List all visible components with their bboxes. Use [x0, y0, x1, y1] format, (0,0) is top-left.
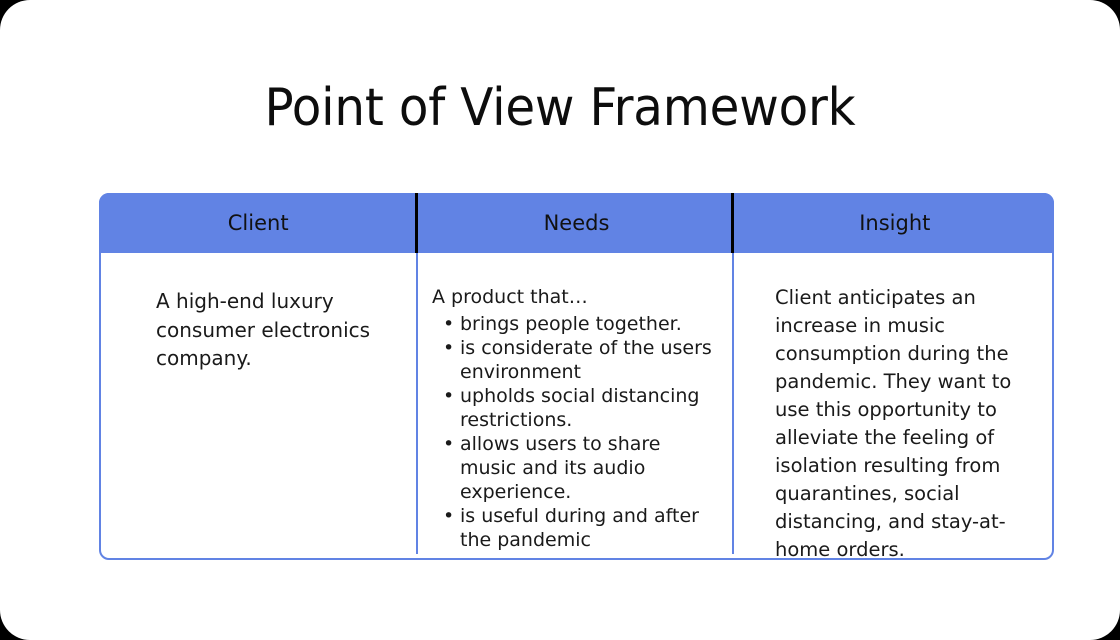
column-header-needs: Needs — [543, 211, 610, 235]
pov-framework-table: Client Needs Insight A high-end luxury c… — [99, 193, 1054, 561]
list-item-label: upholds social distancing restrictions. — [460, 385, 700, 431]
column-header-client: Client — [227, 211, 289, 235]
list-item: • is useful during and after the pandemi… — [432, 504, 719, 552]
list-item: • allows users to share music and its au… — [432, 432, 719, 504]
body-divider-1 — [416, 253, 418, 554]
bullet-glyph: • — [443, 385, 455, 407]
needs-lead-in: A product that… — [432, 286, 588, 308]
list-item-label: is considerate of the users environment — [460, 337, 712, 383]
client-description: A high-end luxury consumer electronics c… — [156, 289, 371, 370]
column-header-insight: Insight — [859, 211, 931, 235]
list-item-label: is useful during and after the pandemic — [460, 505, 699, 551]
page-title: Point of View Framework — [264, 78, 856, 138]
header-divider-2 — [731, 193, 734, 253]
list-item-label: brings people together. — [460, 313, 682, 335]
list-item-label: allows users to share music and its audi… — [460, 433, 661, 503]
cell-needs: A product that… • brings people together… — [417, 253, 733, 560]
needs-bullet-list: • brings people together. • is considera… — [432, 312, 719, 552]
cell-client: A high-end luxury consumer electronics c… — [99, 253, 417, 560]
table-body-row: A high-end luxury consumer electronics c… — [99, 253, 1054, 561]
bullet-glyph: • — [443, 337, 455, 359]
table-header-row: Client Needs Insight — [99, 193, 1054, 253]
list-item: • is considerate of the users environmen… — [432, 336, 719, 384]
cell-insight: Client anticipates an increase in music … — [733, 253, 1054, 561]
insight-description: Client anticipates an increase in music … — [775, 286, 1012, 561]
bullet-glyph: • — [443, 505, 455, 527]
body-divider-2 — [732, 253, 734, 554]
list-item: • upholds social distancing restrictions… — [432, 384, 719, 432]
bullet-glyph: • — [443, 313, 455, 335]
list-item: • brings people together. — [432, 312, 719, 336]
bullet-glyph: • — [443, 433, 455, 455]
header-divider-1 — [415, 193, 418, 253]
